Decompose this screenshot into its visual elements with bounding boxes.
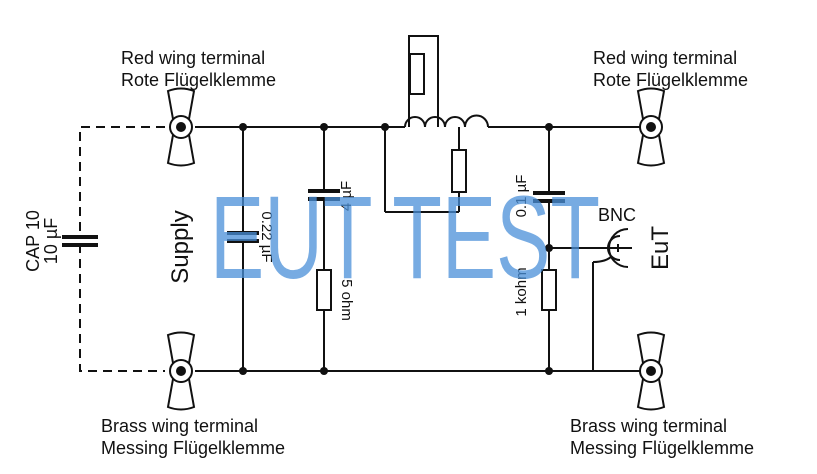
eut-label: EuT <box>647 226 674 270</box>
cap10-name-label: CAP 10 <box>23 210 43 272</box>
cap10-value-label: 10 µF <box>41 218 61 264</box>
wing-terminal-icon-bottom-right <box>636 331 666 411</box>
common-mode-choke <box>404 114 489 128</box>
junction-dots <box>239 123 553 375</box>
resistor-1kohm-label: 1 kohm <box>513 267 530 316</box>
terminal-label-top-left-de: Rote Flügelklemme <box>121 70 276 90</box>
capacitor-01uf-label: 0.1 µF <box>513 175 530 218</box>
terminal-label-bottom-left-de: Messing Flügelklemme <box>101 438 285 458</box>
wing-terminal-icon-bottom-left <box>166 331 196 411</box>
wires <box>79 35 640 372</box>
wing-terminal-icon-top-right <box>636 87 666 167</box>
watermark-text: EUT TEST <box>210 172 600 304</box>
terminal-label-bottom-left-en: Brass wing terminal <box>101 416 258 436</box>
terminal-label-top-right-de: Rote Flügelklemme <box>593 70 748 90</box>
terminal-label-bottom-right-de: Messing Flügelklemme <box>570 438 754 458</box>
capacitor-4uf <box>308 189 340 201</box>
resistor-5ohm <box>316 269 332 311</box>
resistor-top <box>409 53 425 95</box>
capacitor-01uf <box>533 191 565 203</box>
bnc-connector-icon <box>607 228 632 268</box>
bnc-label: BNC <box>598 205 636 225</box>
cap10-capacitor <box>62 235 98 247</box>
terminal-label-top-right-en: Red wing terminal <box>593 48 737 68</box>
resistor-choke-bypass <box>451 149 467 193</box>
supply-label: Supply <box>167 210 194 283</box>
capacitor-4uf-label: 4 µF <box>338 181 355 211</box>
wing-terminal-icon-top-left <box>166 87 196 167</box>
resistor-1kohm <box>541 269 557 311</box>
capacitor-022uf-label: 0.22 µF <box>258 211 275 262</box>
capacitor-022uf <box>227 231 259 243</box>
terminal-label-top-left-en: Red wing terminal <box>121 48 265 68</box>
resistor-5ohm-label: 5 ohm <box>338 279 355 321</box>
terminal-label-bottom-right-en: Brass wing terminal <box>570 416 727 436</box>
